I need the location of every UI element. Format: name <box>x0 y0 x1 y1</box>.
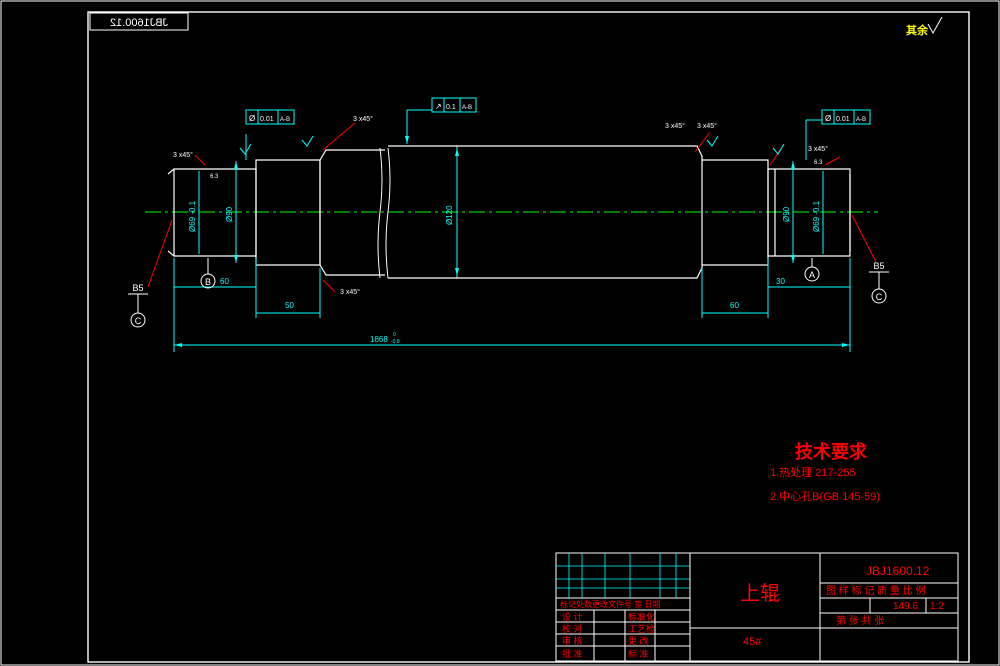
dimension-texts: 1868 0 -0.8 60 50 60 30 Ø120 Ø90 Ø69 -0.… <box>188 200 821 345</box>
tech-req-item-2: 2.中心孔B(GB 145-59) <box>770 490 880 503</box>
gdt-center-symbol: ↗ <box>435 102 442 111</box>
gdt-left-datum: A-B <box>280 117 290 123</box>
end-dia-left-label: Ø69 -0.1 <box>188 200 197 232</box>
mirrored-drawing-number: JBJ1600.12 <box>110 17 168 29</box>
overall-length-lower-tol: -0.8 <box>391 339 400 345</box>
roughness-note-text: 其余 <box>906 23 929 37</box>
title-block-texts: 上辊 45# JBJ1600.12 图 样 标 记 质 量 比 例 149.6 … <box>560 564 944 659</box>
roughness-symbol-icon <box>927 16 943 35</box>
datum-c-right-letter: C <box>876 292 883 302</box>
chamfer-label-5: 3 x45° <box>697 122 717 130</box>
overall-length-upper-tol: 0 <box>393 332 396 338</box>
journal-dia-left-label: Ø90 <box>225 206 234 222</box>
title-block <box>555 552 959 662</box>
tech-req-item-1: 1.热处理 217-255 <box>770 466 856 479</box>
row-2-mid: 工艺检 <box>628 623 655 634</box>
gdt-frame-right: Ø 0.01 A-B <box>821 109 871 125</box>
len-50-label: 50 <box>285 301 294 310</box>
chamfer-label-2: 3 x45° <box>353 115 373 123</box>
overall-length-label: 1868 <box>370 335 388 344</box>
gdt-center-datum: A-B <box>462 105 472 111</box>
chamfer-label-3: 3 x45° <box>340 288 360 296</box>
center-hole-left-label: B5 <box>132 283 143 293</box>
gdt-frame-left: Ø 0.01 A-B <box>245 109 295 125</box>
row-4-role: 批 准 <box>562 648 583 659</box>
dimension-lines <box>173 109 851 352</box>
row-1-role: 设 计 <box>562 611 583 622</box>
general-roughness-note: 其余 <box>906 16 943 37</box>
gdt-left-value: 0.01 <box>260 116 274 123</box>
part-name: 上辊 <box>740 582 780 605</box>
center-hole-right-label: B5 <box>873 261 884 271</box>
len-60-left-label: 60 <box>220 277 229 286</box>
row-1-mid: 标准化 <box>628 611 655 622</box>
drawing-number: JBJ1600.12 <box>866 564 930 578</box>
mass-value: 149.6 <box>893 601 918 612</box>
datum-markers <box>128 258 889 328</box>
gdt-frame-center: ↗ 0.1 A-B <box>431 97 477 113</box>
roughness-small-left: 6.3 <box>210 174 219 180</box>
datum-c-left-letter: C <box>135 316 142 326</box>
technical-requirements: 技术要求 1.热处理 217-255 2.中心孔B(GB 145-59) <box>770 441 880 503</box>
gdt-center-value: 0.1 <box>446 104 456 111</box>
row-3-mid: 更 改 <box>628 635 649 646</box>
datum-letters: B A C C B5 B5 <box>132 261 884 326</box>
len-30-right-label: 30 <box>776 277 785 286</box>
mirrored-number-box: JBJ1600.12 <box>89 12 189 31</box>
material-label: 45# <box>743 636 762 648</box>
row-3-role: 审 核 <box>562 635 583 646</box>
chamfer-label-1: 3 x45° <box>173 151 193 159</box>
tech-req-title: 技术要求 <box>795 441 868 462</box>
title-block-grid-cyan <box>556 553 690 598</box>
scale-value: 1:2 <box>930 601 944 612</box>
chamfer-leaders <box>147 122 877 293</box>
len-60-right-label: 60 <box>730 301 739 310</box>
gdt-right-value: 0.01 <box>836 116 850 123</box>
datum-a-letter: A <box>809 270 815 280</box>
chamfer-label-4: 3 x45° <box>665 122 685 130</box>
roughness-small-right: 6.3 <box>814 160 823 166</box>
header-row-label: 图 样 标 记 质 量 比 例 <box>826 584 925 597</box>
journal-dia-right-label: Ø90 <box>782 206 791 222</box>
dimension-arrows <box>174 136 850 347</box>
sheet-row-label: 第 张 共 张 <box>836 614 884 627</box>
gdt-left-symbol: Ø <box>249 114 255 123</box>
gdt-right-datum: A-B <box>856 117 866 123</box>
gdt-right-symbol: Ø <box>825 114 831 123</box>
datum-b-letter: B <box>205 277 211 287</box>
row-2-role: 校 对 <box>562 623 583 634</box>
roughness-marks <box>239 135 785 155</box>
row-4-mid: 标 准 <box>628 648 649 659</box>
chamfer-texts: 3 x45° 3 x45° 3 x45° 3 x45° 3 x45° 3 x45… <box>173 115 828 296</box>
revision-header: 标记处数更改文件号 签 日期 <box>560 599 660 609</box>
chamfer-label-6: 3 x45° <box>808 145 828 153</box>
end-dia-right-label: Ø69 -0.1 <box>812 200 821 232</box>
body-dia-label: Ø120 <box>445 205 454 225</box>
